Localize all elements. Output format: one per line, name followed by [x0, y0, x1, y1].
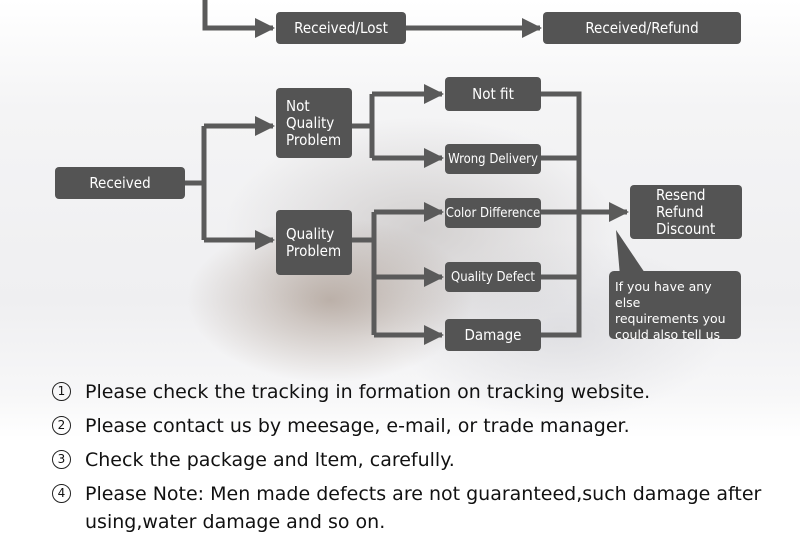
else-requirements-callout: If you have any else requirements you co… [609, 271, 741, 342]
instruction-item: 3 Check the package and ltem, carefully. [52, 446, 772, 474]
quality-problem-box: Quality Problem [276, 210, 352, 275]
quality-defect-box: Quality Defect [445, 262, 541, 292]
received-refund-box: Received/Refund [543, 12, 741, 44]
color-difference-box: Color Difference [445, 198, 541, 228]
received-box: Received [55, 167, 185, 199]
instruction-list: 1 Please check the tracking in formation… [52, 378, 772, 542]
damage-box: Damage [445, 319, 541, 351]
instruction-text: Please Note: Men made defects are not gu… [85, 483, 762, 533]
received-lost-box: Received/Lost [276, 12, 406, 44]
instruction-text: Check the package and ltem, carefully. [85, 449, 455, 471]
circled-number: 4 [52, 484, 71, 503]
instruction-item: 2 Please contact us by meesage, e-mail, … [52, 412, 772, 440]
instruction-text: Please check the tracking in formation o… [85, 381, 651, 403]
not-fit-box: Not fit [445, 77, 541, 111]
instruction-text: Please contact us by meesage, e-mail, or… [85, 415, 630, 437]
wrong-delivery-box: Wrong Delivery [445, 144, 541, 174]
resend-refund-discount-box: Resend Refund Discount [630, 185, 742, 239]
line-to-received-lost [202, 0, 275, 38]
circled-number: 3 [52, 450, 71, 469]
instruction-item: 1 Please check the tracking in formation… [52, 378, 772, 406]
circled-number: 1 [52, 382, 71, 401]
note-pointer [616, 230, 647, 276]
instruction-item: 4 Please Note: Men made defects are not … [52, 480, 772, 536]
circled-number: 2 [52, 416, 71, 435]
not-quality-problem-box: Not Quality Problem [276, 88, 352, 158]
